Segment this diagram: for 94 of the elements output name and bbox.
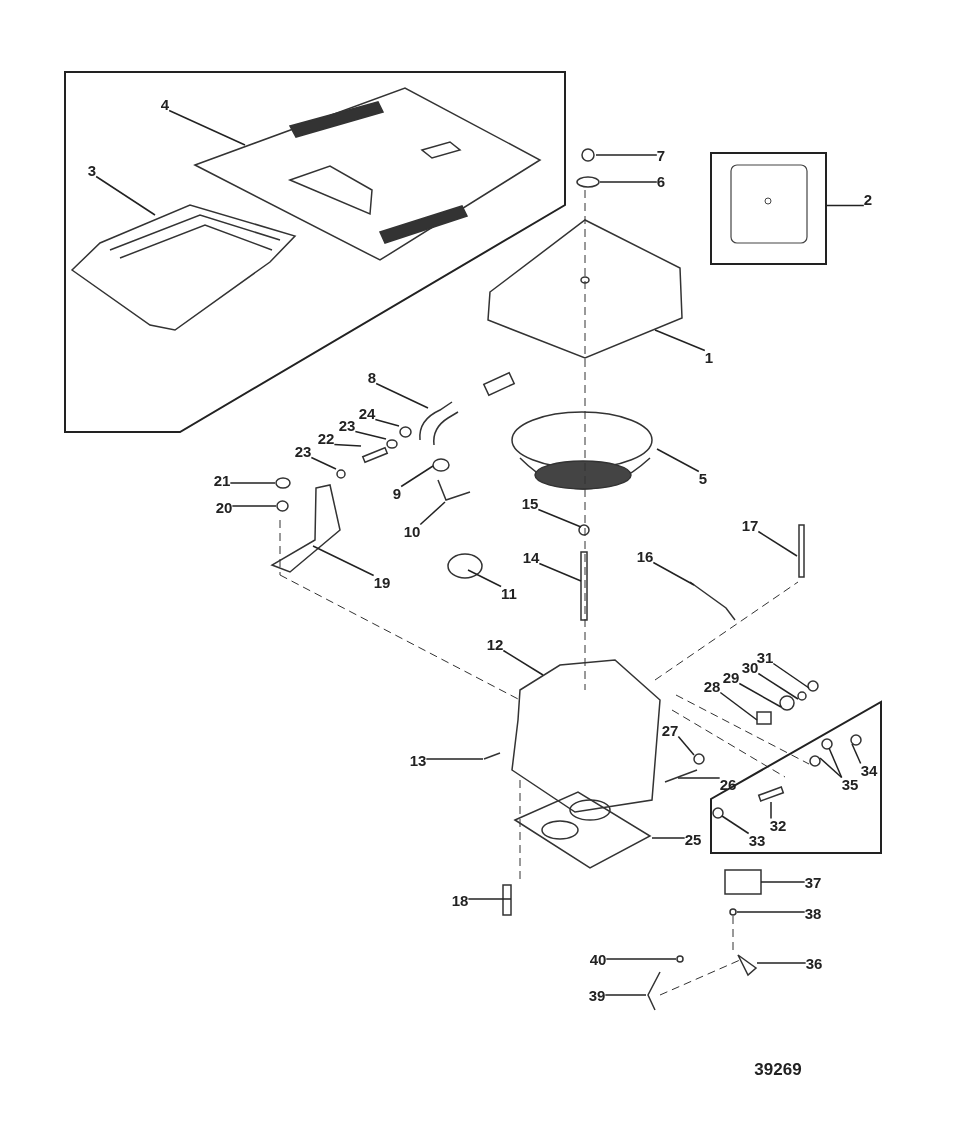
leader-line <box>719 691 758 721</box>
callout-number: 39 <box>588 988 606 1002</box>
leader-line <box>400 465 434 488</box>
leader-line <box>656 448 700 473</box>
leader-line <box>595 154 658 156</box>
callout-number: 17 <box>741 518 759 532</box>
callout-number: 3 <box>87 163 97 177</box>
leader-line <box>651 837 686 839</box>
callout-number: 31 <box>756 650 774 664</box>
callout-number: 12 <box>486 637 504 651</box>
callout-number: 19 <box>373 575 391 589</box>
callout-number: 36 <box>805 956 823 970</box>
leader-line <box>599 181 658 183</box>
leader-line <box>375 382 429 409</box>
decal-card <box>711 153 827 265</box>
callout-number: 25 <box>684 832 702 846</box>
leader-line <box>467 898 512 900</box>
leader-line <box>851 743 862 765</box>
leader-line <box>652 561 695 586</box>
leader-line <box>738 682 782 708</box>
leader-line <box>736 911 806 913</box>
leader-line <box>310 456 337 470</box>
callout-number: 34 <box>860 763 878 777</box>
leader-line <box>819 757 843 779</box>
leader-line <box>828 747 843 779</box>
leader-line <box>354 430 387 440</box>
washer-drawing <box>386 439 398 449</box>
callout-number: 33 <box>748 833 766 847</box>
callout-number: 20 <box>215 500 233 514</box>
leader-line <box>95 175 156 216</box>
leader-line <box>333 443 362 447</box>
leader-line <box>537 508 582 528</box>
washer-drawing <box>275 477 291 489</box>
callout-number: 23 <box>338 418 356 432</box>
leader-line <box>312 545 375 577</box>
stud-drawing <box>361 446 389 464</box>
callout-number: 4 <box>160 97 170 111</box>
washer-drawing <box>276 500 289 512</box>
callout-number: 38 <box>804 906 822 920</box>
callout-number: 10 <box>403 524 421 538</box>
callout-number: 22 <box>317 431 335 445</box>
leader-line <box>467 569 502 588</box>
leader-line <box>770 801 772 820</box>
callout-number: 35 <box>841 777 859 791</box>
leader-line <box>772 662 810 689</box>
leader-line <box>677 735 695 756</box>
callout-number: 2 <box>863 192 873 206</box>
leader-line <box>168 109 246 146</box>
callout-number: 24 <box>358 406 376 420</box>
leader-line <box>757 530 798 557</box>
leader-line <box>677 777 721 779</box>
drawing-number: 39269 <box>754 1061 802 1077</box>
callout-number: 1 <box>704 350 714 364</box>
stud-drawing <box>757 786 785 802</box>
callout-number: 28 <box>703 679 721 693</box>
leader-line <box>654 329 706 352</box>
callout-number: 14 <box>522 550 540 564</box>
callout-number: 15 <box>521 496 539 510</box>
inset-frame <box>711 702 882 854</box>
leader-line <box>538 562 582 582</box>
leader-line <box>425 758 484 760</box>
leader-line <box>231 505 277 507</box>
leader-line <box>419 501 446 526</box>
callout-number: 26 <box>719 777 737 791</box>
callout-number: 21 <box>213 473 231 487</box>
callout-number: 11 <box>501 586 517 600</box>
leader-line <box>604 994 647 996</box>
leader-line <box>502 649 544 676</box>
callout-number: 23 <box>294 444 312 458</box>
callout-number: 5 <box>698 471 708 485</box>
callout-number: 37 <box>804 875 822 889</box>
nut-drawing <box>336 469 346 479</box>
leader-line <box>826 204 865 207</box>
leader-line <box>374 418 400 427</box>
callout-number: 32 <box>769 818 787 832</box>
washer-drawing <box>576 176 600 188</box>
nut-drawing <box>399 426 412 438</box>
callout-number: 40 <box>589 952 607 966</box>
leader-line <box>605 958 677 960</box>
callout-number: 13 <box>409 753 427 767</box>
callout-number: 6 <box>656 174 666 188</box>
leader-line <box>757 672 799 700</box>
inset-frame <box>65 72 566 433</box>
leader-line <box>721 815 750 835</box>
callout-number: 29 <box>722 670 740 684</box>
callout-number: 27 <box>661 723 679 737</box>
callout-number: 18 <box>451 893 469 907</box>
callout-number: 16 <box>636 549 654 563</box>
callout-number: 8 <box>367 370 377 384</box>
callout-number: 9 <box>392 486 402 500</box>
leader-line <box>760 881 806 883</box>
leader-line <box>756 962 807 964</box>
leader-line <box>229 482 276 484</box>
callout-number: 7 <box>656 148 666 162</box>
